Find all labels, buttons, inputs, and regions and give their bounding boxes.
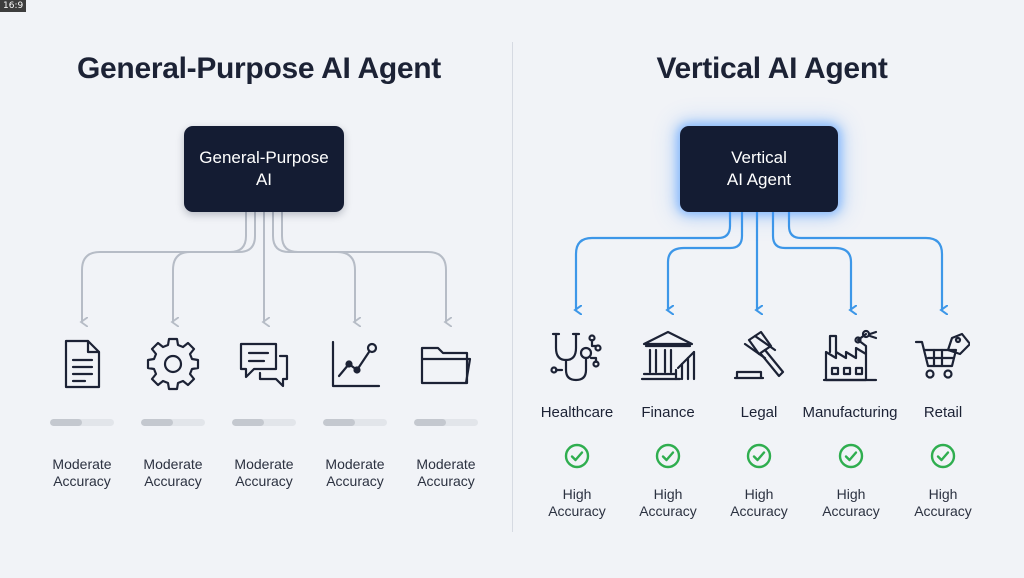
gear-icon: [145, 336, 201, 392]
vertical-title: Vertical AI Agent: [656, 52, 888, 85]
shopping-cart-icon: [914, 328, 970, 384]
bank-icon: [640, 328, 696, 384]
check-circle-icon: [655, 443, 681, 469]
stethoscope-icon: [548, 328, 604, 384]
gavel-icon: [731, 328, 787, 384]
category-label-finance: Finance: [641, 404, 695, 421]
accuracy-bar: [232, 419, 296, 426]
arrow-to-document: [82, 211, 247, 322]
arrow-to-finance: [668, 210, 744, 310]
accuracy-bar: [414, 419, 478, 426]
accuracy-bar-fill: [232, 419, 264, 426]
check-circle-icon: [930, 443, 956, 469]
accuracy-bar-fill: [323, 419, 355, 426]
accuracy-bar: [50, 419, 114, 426]
general-purpose-ai-box: General-Purpose AI: [184, 126, 344, 212]
chat-bubbles-icon: [236, 336, 292, 392]
check-circle-icon: [838, 443, 864, 469]
arrow-to-chart: [272, 211, 355, 322]
center-divider: [512, 42, 513, 532]
moderate-accuracy-label: Moderate Accuracy: [234, 456, 294, 489]
accuracy-bar-fill: [414, 419, 446, 426]
accuracy-bar: [141, 419, 205, 426]
category-label-legal: Legal: [740, 404, 778, 421]
folder-icon: [418, 336, 474, 392]
arrow-to-folder: [281, 211, 446, 322]
category-label-manufacturing: Manufacturing: [802, 404, 898, 421]
moderate-accuracy-label: Moderate Accuracy: [52, 456, 112, 489]
accuracy-bar-fill: [50, 419, 82, 426]
high-accuracy-label: High Accuracy: [822, 486, 880, 519]
line-chart-icon: [327, 336, 383, 392]
check-circle-icon: [564, 443, 590, 469]
document-icon: [54, 336, 110, 392]
high-accuracy-label: High Accuracy: [730, 486, 788, 519]
category-label-retail: Retail: [923, 404, 963, 421]
arrow-to-gear: [173, 211, 256, 322]
moderate-accuracy-label: Moderate Accuracy: [143, 456, 203, 489]
aspect-ratio-badge: 16:9: [0, 0, 27, 12]
moderate-accuracy-label: Moderate Accuracy: [416, 456, 476, 489]
arrow-to-manufacturing: [771, 210, 851, 310]
category-label-healthcare: Healthcare: [540, 404, 614, 421]
moderate-accuracy-label: Moderate Accuracy: [325, 456, 385, 489]
arrow-to-retail: [787, 210, 942, 310]
general-purpose-title: General-Purpose AI Agent: [77, 52, 441, 85]
check-circle-icon: [746, 443, 772, 469]
factory-icon: [822, 328, 878, 384]
high-accuracy-label: High Accuracy: [639, 486, 697, 519]
high-accuracy-label: High Accuracy: [548, 486, 606, 519]
accuracy-bar: [323, 419, 387, 426]
vertical-ai-agent-box: Vertical AI Agent: [680, 126, 838, 212]
accuracy-bar-fill: [141, 419, 173, 426]
high-accuracy-label: High Accuracy: [914, 486, 972, 519]
arrow-to-healthcare: [576, 210, 732, 310]
